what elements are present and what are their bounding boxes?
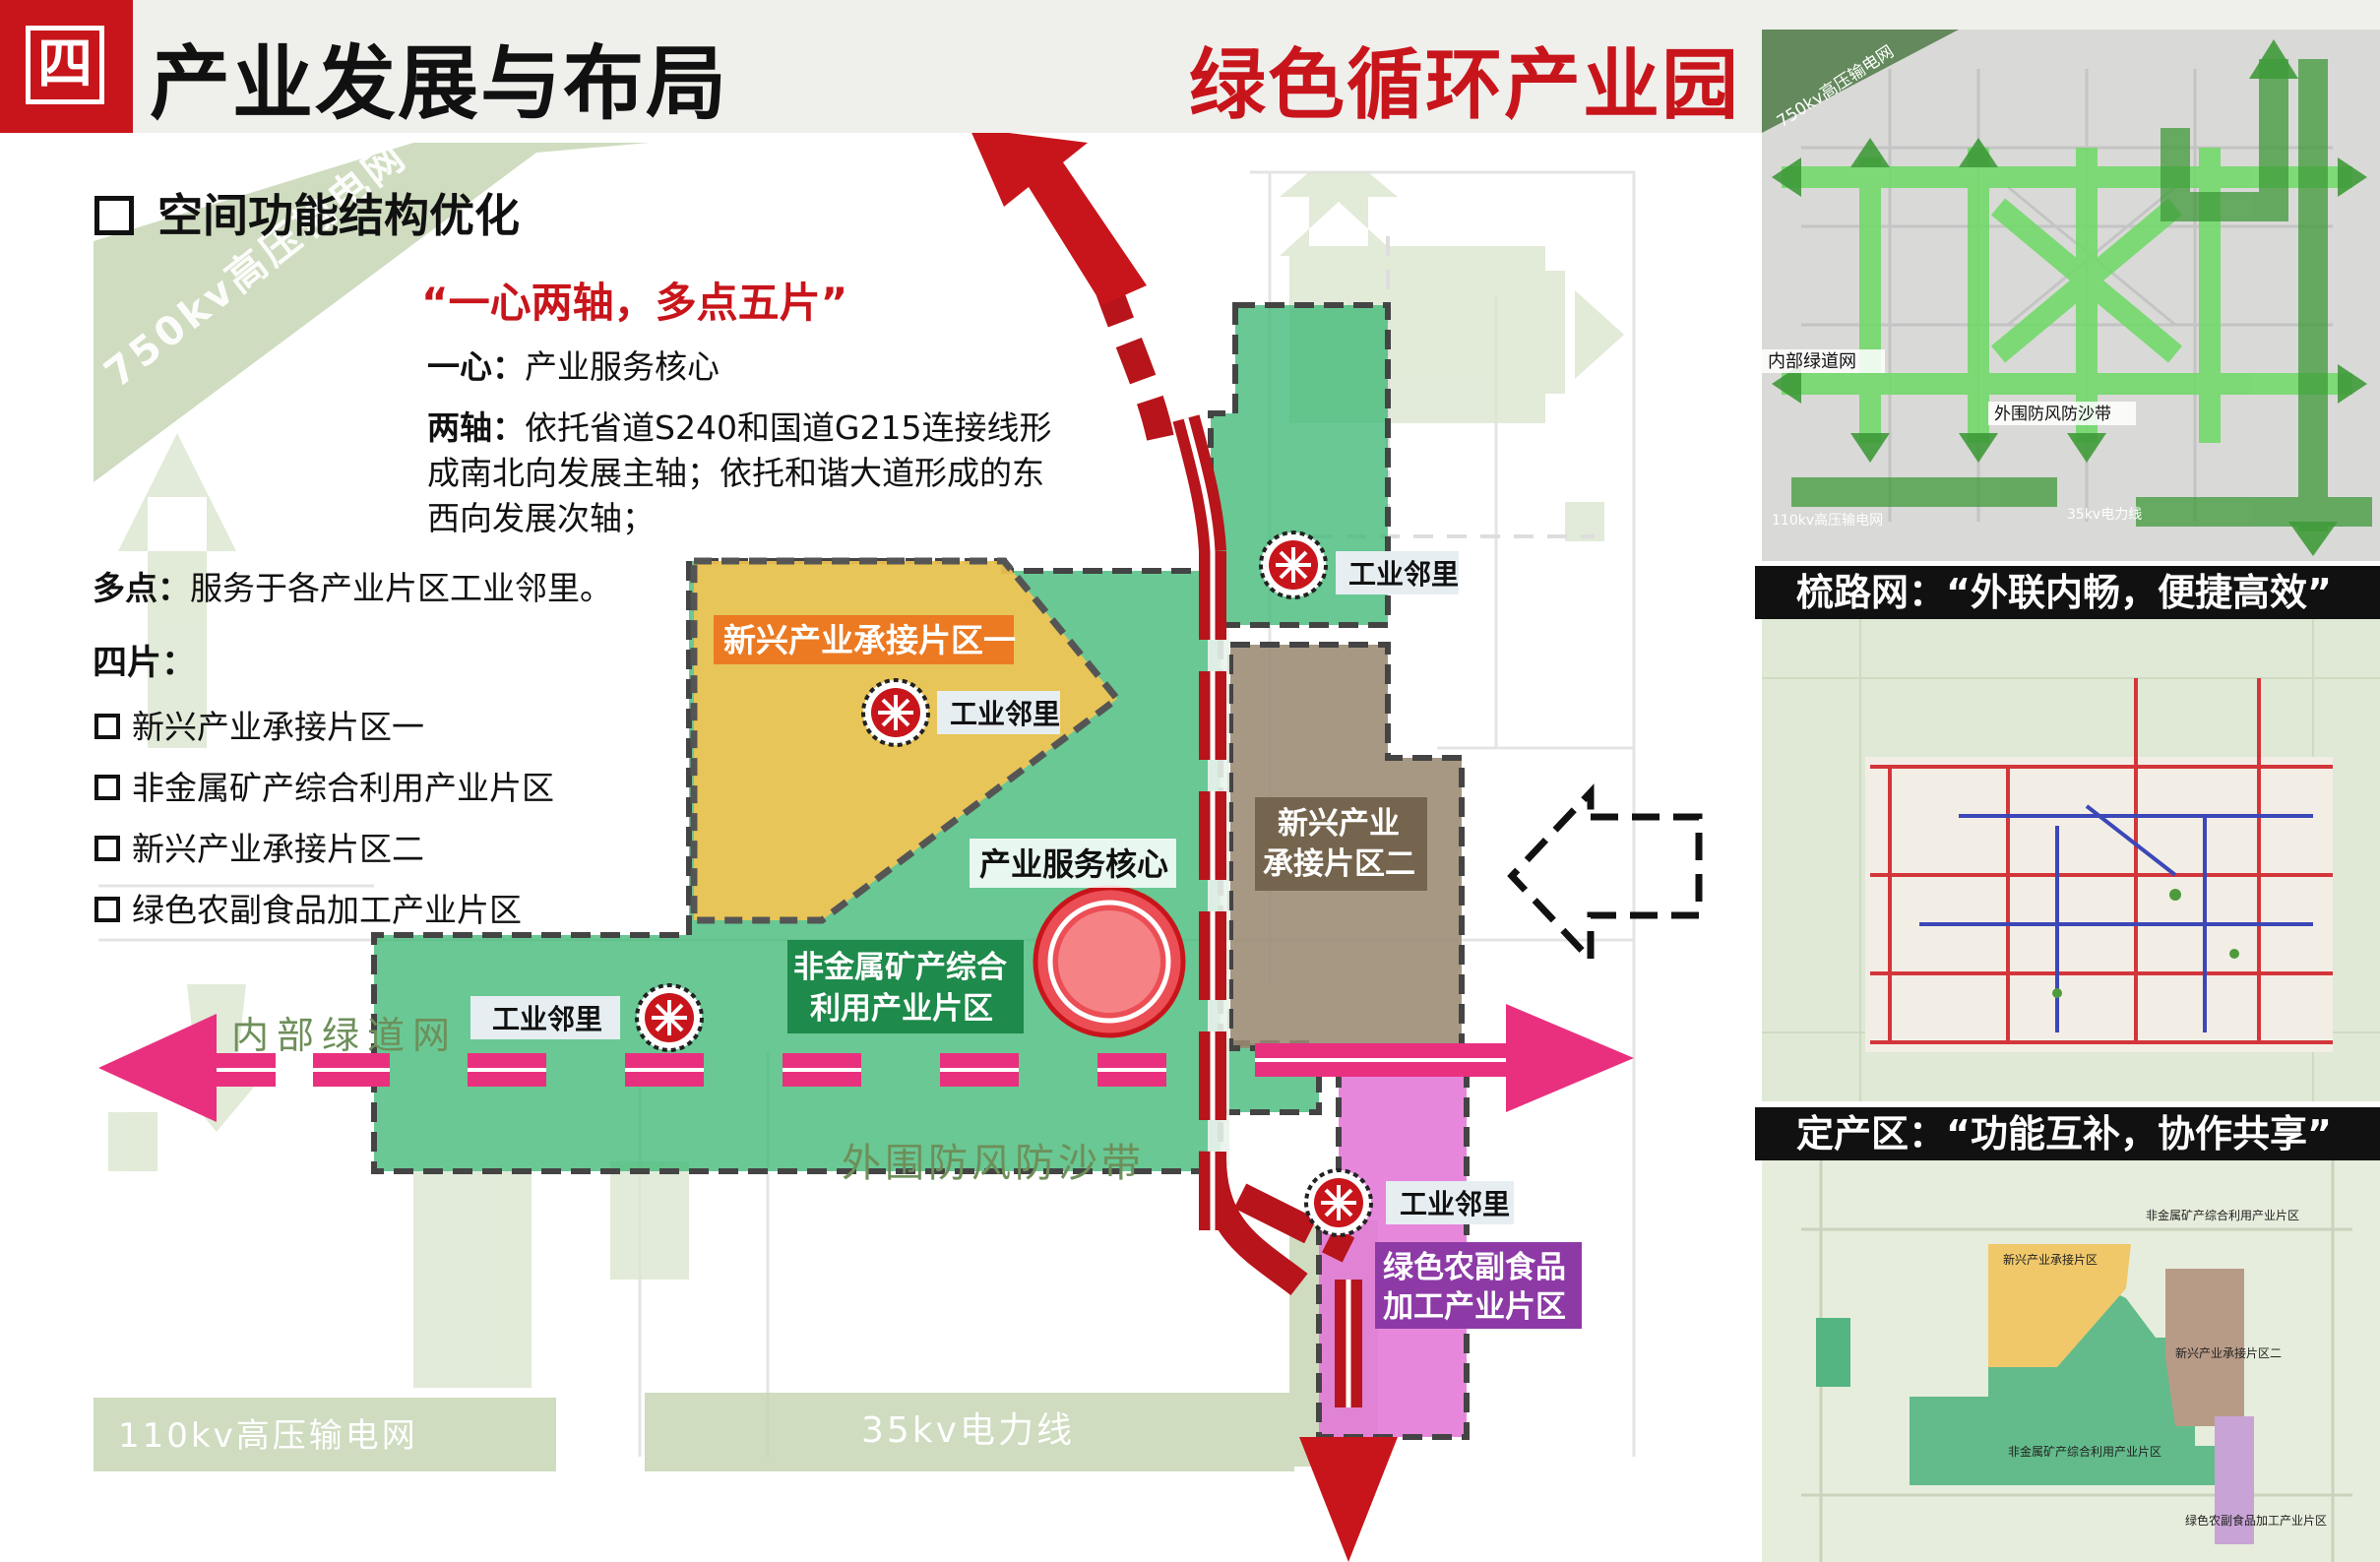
- zone-map-label-d: 非金属矿产综合利用产业片区: [2008, 1444, 2161, 1459]
- zone-list-item: 新兴产业承接片区二: [94, 823, 424, 870]
- section-badge: 四: [0, 0, 133, 133]
- agri-label-2: 加工产业片区: [1383, 1289, 1566, 1325]
- service-core-label: 产业服务核心: [979, 845, 1168, 883]
- section-heading: 空间功能结构优化: [94, 180, 520, 245]
- page-title: 产业发展与布局: [150, 37, 729, 131]
- slogan: “一心两轴，多点五片”: [421, 279, 848, 327]
- mineral-label-2: 利用产业片区: [810, 991, 993, 1027]
- zone2-label-bg: [1255, 797, 1427, 891]
- multi-points-text: 多点：服务于各产业片区工业邻里。: [93, 569, 612, 607]
- industry-zone-caption: 定产区：“功能互补，协作共享”: [1755, 1107, 2380, 1160]
- structure-map: 工业邻里 工业邻里 工业邻里 工业邻里 新兴产业承接片区一 产业服务核心 非金属…: [94, 133, 1703, 1562]
- outline-arrow: [1507, 783, 1703, 968]
- neighborhood-label-1: 工业邻里: [1348, 558, 1459, 591]
- industry-zone-map: 新兴产业承接片区 非金属矿产综合利用产业片区 新兴产业承接片区二 非金属矿产综合…: [1762, 1160, 2380, 1562]
- top-greenway-label: 内部绿道网: [1768, 351, 1856, 372]
- zone-map-pink: [2215, 1416, 2254, 1544]
- belt-35kv: [645, 1393, 1294, 1471]
- neighborhood-symbols: [635, 531, 1373, 1237]
- mineral-label-1: 非金属矿产综合: [793, 950, 1007, 985]
- greenway-belts: [94, 143, 1378, 1471]
- neighborhood-label-2: 工业邻里: [950, 698, 1060, 730]
- one-core-text: 一心：产业服务核心: [427, 347, 720, 386]
- checkbox-square-icon: [94, 774, 120, 800]
- line-110kv-label: 110kv高压输电网: [118, 1416, 418, 1456]
- section-number: 四: [26, 26, 104, 104]
- zone2-label-1: 新兴产业: [1278, 806, 1400, 842]
- line-35kv-label: 35kv电力线: [861, 1410, 1075, 1451]
- inner-greenway-label: 内部绿道网: [231, 1014, 458, 1057]
- zone1-label-bg: [714, 615, 1014, 664]
- zone-map-label-b: 非金属矿产综合利用产业片区: [2146, 1208, 2299, 1222]
- checkbox-square-icon: [94, 896, 120, 922]
- neighborhood-label-3: 工业邻里: [492, 1003, 602, 1035]
- road-network-map: [1762, 619, 2380, 1101]
- zone-list-item: 非金属矿产综合利用产业片区: [94, 762, 554, 809]
- neighborhood-label-boxes: [470, 551, 1514, 1224]
- north-arrow: [971, 133, 1147, 305]
- zone-map-green-small: [1816, 1318, 1850, 1387]
- belt-750kv: [94, 143, 650, 482]
- agri-label-bg: [1375, 1242, 1582, 1329]
- checkbox-square-icon: [94, 713, 120, 739]
- two-axes-text: 两轴：依托省道S240和国道G215连接线形 成南北向发展主轴；依托和谐大道形成…: [427, 408, 1052, 537]
- park-title: 绿色循环产业园: [1188, 41, 1740, 130]
- agri-label-1: 绿色农副食品: [1383, 1250, 1566, 1285]
- zone2-label-2: 承接片区二: [1263, 846, 1415, 882]
- four-zones-label: 四片：: [93, 644, 197, 683]
- heading-square-icon: [94, 195, 134, 235]
- greenway-network-map: 750kv高压输电网 内部绿道网 外围防风防沙带 110kv高压输电网 35kv…: [1762, 30, 2380, 561]
- zone-map-label-c: 新兴产业承接片区二: [2175, 1345, 2282, 1360]
- zone-map-yellow: [1988, 1244, 2131, 1367]
- top-35kv-label: 35kv电力线: [2067, 507, 2142, 523]
- road-network-caption: 梳路网：“外联内畅，便捷高效”: [1755, 566, 2380, 619]
- outer-belt-label: 外围防风防沙带: [842, 1141, 1145, 1186]
- service-core-label-bg: [970, 839, 1176, 888]
- neighborhood-label-4: 工业邻里: [1400, 1188, 1510, 1220]
- zone-list-item: 绿色农副食品加工产业片区: [94, 884, 522, 931]
- zone-map-brown: [2165, 1269, 2244, 1426]
- zone-list-item: 新兴产业承接片区一: [94, 701, 424, 748]
- ew-secondary-axis: [98, 1004, 1634, 1122]
- south-arrow: [1299, 1437, 1398, 1562]
- top-750kv-belt: [1762, 30, 1959, 133]
- mineral-label-bg: [787, 940, 1024, 1033]
- zone-map-label-e: 绿色农副食品加工产业片区: [2185, 1513, 2327, 1528]
- top-outer-belt-label: 外围防风防沙带: [1994, 405, 2111, 424]
- belt-110kv: [94, 1398, 556, 1471]
- zone-map-label-a: 新兴产业承接片区: [2003, 1252, 2098, 1267]
- top-110kv-label: 110kv高压输电网: [1772, 512, 1883, 529]
- checkbox-square-icon: [94, 835, 120, 861]
- zone1-label: 新兴产业承接片区一: [723, 621, 1016, 659]
